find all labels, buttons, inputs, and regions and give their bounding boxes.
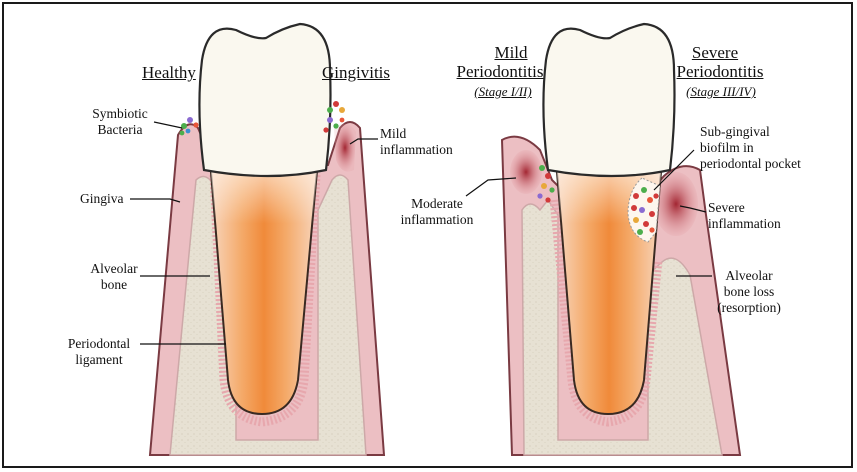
label-mild-inflammation: Mild inflammation <box>380 126 453 158</box>
label-pdl-line2: ligament <box>56 352 142 368</box>
label-symbiotic-line1: Symbiotic <box>84 106 156 122</box>
left-tooth-group <box>150 24 384 455</box>
header-mild-line2: Periodontitis <box>450 62 550 81</box>
moderate-inflammation-area <box>510 150 542 194</box>
label-severe-inf-line1: Severe <box>708 200 781 216</box>
header-gingivitis: Gingivitis <box>322 63 390 82</box>
label-mild-inf-line1: Mild <box>380 126 453 142</box>
label-alveolar-line2: bone <box>84 277 144 293</box>
left-crown <box>199 24 330 176</box>
label-pdl-line1: Periodontal <box>56 336 142 352</box>
label-subgingival-line2: biofilm in <box>700 140 801 156</box>
label-boneloss-line2: bone loss <box>706 284 792 300</box>
header-severe-line2: Periodontitis <box>670 62 770 81</box>
label-moderate-line2: inflammation <box>394 212 480 228</box>
label-severe-inflammation: Severe inflammation <box>708 200 781 232</box>
label-gingiva: Gingiva <box>80 191 124 207</box>
label-symbiotic-line2: Bacteria <box>84 122 156 138</box>
label-periodontal-ligament: Periodontal ligament <box>56 336 142 368</box>
label-severe-inf-line2: inflammation <box>708 216 781 232</box>
label-alveolar-bone-loss: Alveolar bone loss (resorption) <box>706 268 792 316</box>
header-healthy: Healthy <box>142 63 196 82</box>
label-alveolar-line1: Alveolar <box>84 261 144 277</box>
label-symbiotic-bacteria: Symbiotic Bacteria <box>84 106 156 138</box>
header-severe-line1: Severe <box>680 43 750 62</box>
label-moderate-inflammation: Moderate inflammation <box>394 196 480 228</box>
label-boneloss-line3: (resorption) <box>706 300 792 316</box>
label-moderate-line1: Moderate <box>394 196 480 212</box>
header-mild-line1: Mild <box>470 43 552 62</box>
label-alveolar-bone: Alveolar bone <box>84 261 144 293</box>
severe-inflammation-area <box>654 172 698 236</box>
label-subgingival-biofilm: Sub-gingival biofilm in periodontal pock… <box>700 124 801 172</box>
label-subgingival-line1: Sub-gingival <box>700 124 801 140</box>
label-subgingival-line3: periodontal pocket <box>700 156 801 172</box>
header-mild-stage: (Stage I/II) <box>456 84 550 100</box>
right-crown <box>543 24 674 176</box>
label-boneloss-line1: Alveolar <box>706 268 792 284</box>
label-mild-inf-line2: inflammation <box>380 142 453 158</box>
header-severe-stage: (Stage III/IV) <box>668 84 774 100</box>
